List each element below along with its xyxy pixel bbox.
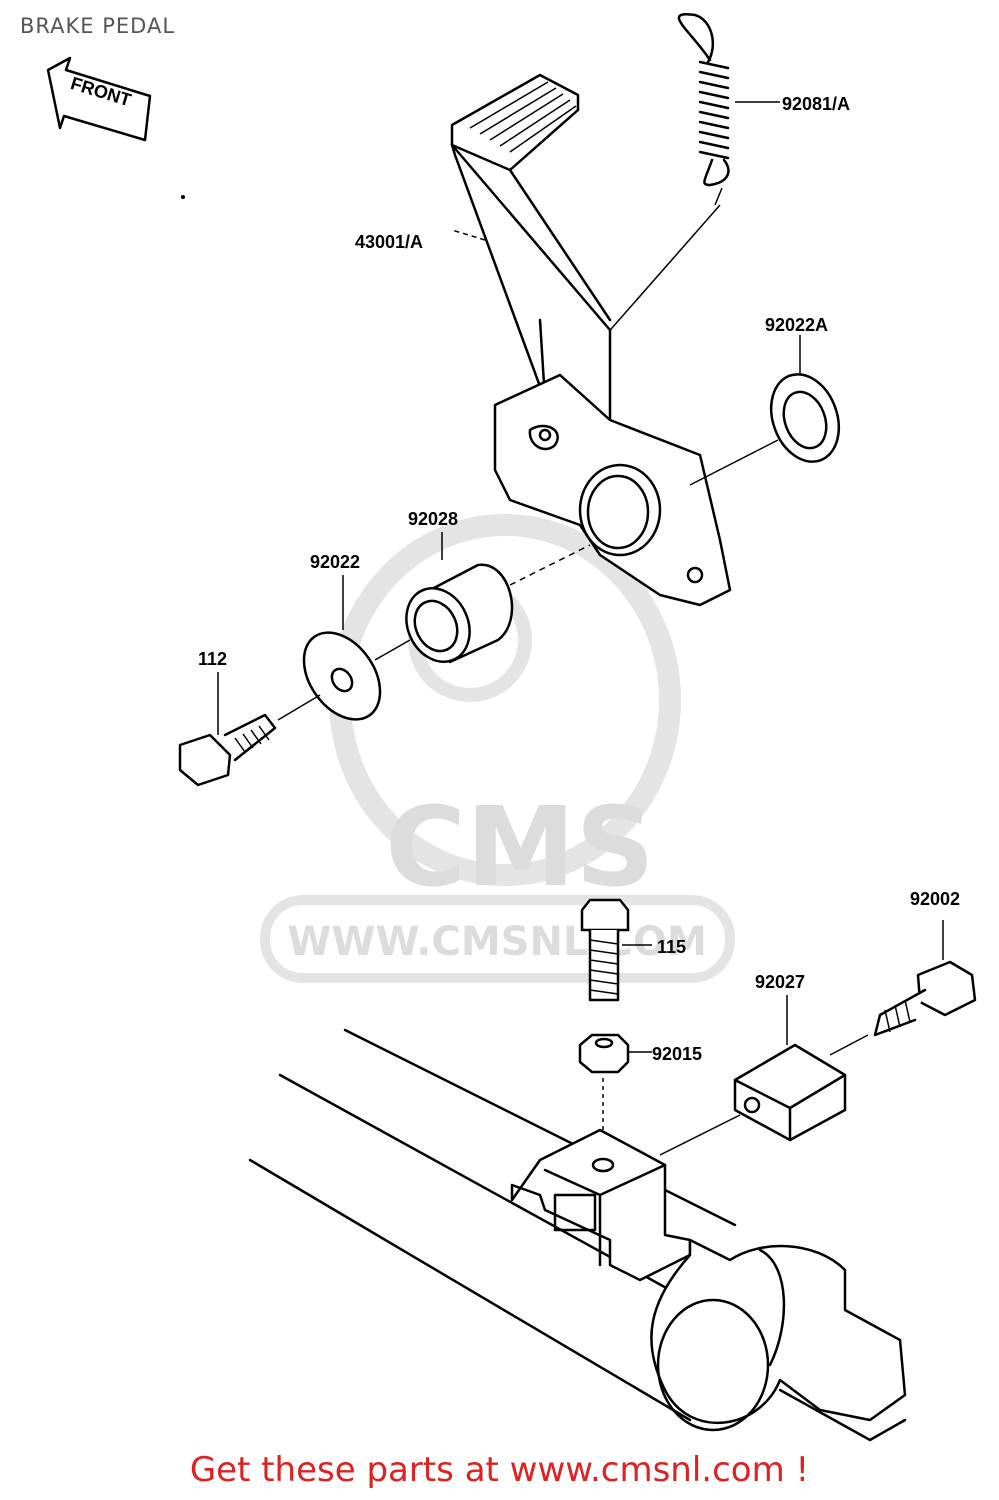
block-92027 (659, 995, 847, 1156)
watermark-url: WWW.CMSNL.COM (287, 919, 707, 965)
label-92027: 92027 (755, 972, 805, 992)
label-92002: 92002 (910, 889, 960, 909)
label-92022: 92022 (310, 552, 360, 572)
bolt-112 (178, 672, 321, 787)
footer-link[interactable]: Get these parts at www.cmsnl.com ! (189, 1450, 810, 1490)
front-arrow: FRONT (46, 56, 152, 142)
washer-92022a (689, 335, 841, 486)
bolt-92002 (829, 920, 977, 1056)
watermark-brand: CMS (385, 783, 654, 911)
label-92028: 92028 (408, 509, 458, 529)
collar-92028 (405, 532, 591, 664)
label-112: 112 (198, 649, 227, 669)
brake-pedal-arm (450, 73, 732, 607)
label-92015: 92015 (652, 1044, 702, 1064)
label-43001-a: 43001/A (355, 232, 423, 252)
label-92081-a: 92081/A (782, 94, 850, 114)
stray-dot (181, 195, 185, 199)
nut-92015 (578, 1033, 652, 1150)
frame-tube (248, 1028, 907, 1442)
page-title: BRAKE PEDAL (20, 14, 176, 38)
bolt-115 (580, 898, 652, 1002)
washer-92022 (302, 575, 411, 721)
part-labels: 92081/A 43001/A 92022A 92028 92022 112 1… (198, 94, 960, 1064)
label-115: 115 (657, 937, 686, 957)
label-92022a: 92022A (765, 315, 828, 335)
